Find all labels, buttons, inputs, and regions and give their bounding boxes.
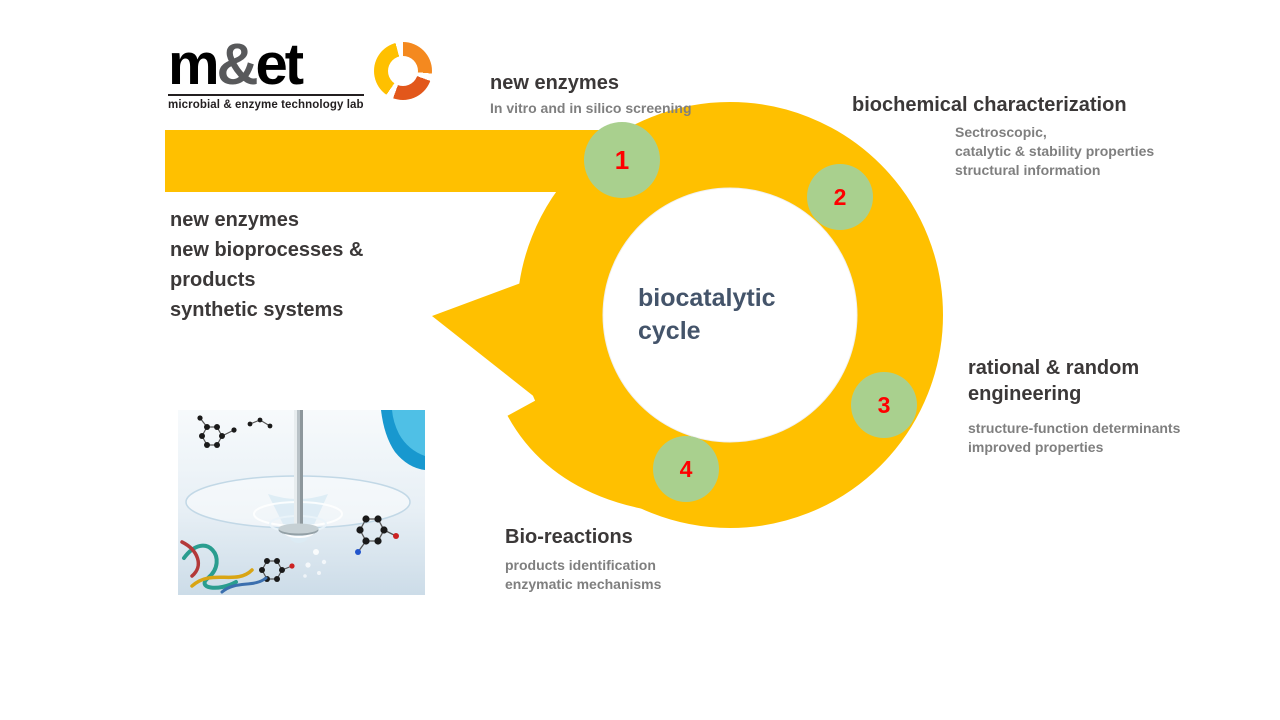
step-2-title: biochemical characterization xyxy=(852,94,1127,116)
logo-text: m&et microbial & enzyme technology lab xyxy=(168,36,364,111)
step-2-subtext-line: catalytic & stability properties xyxy=(955,143,1155,159)
cycle-outputs-list: new enzymes new bioprocesses & products … xyxy=(170,205,363,325)
output-item: new enzymes xyxy=(170,209,299,231)
logo-ring-icon xyxy=(373,42,432,100)
molecule-icon xyxy=(197,415,237,448)
step-2-subtext-line: Sectroscopic, xyxy=(955,124,1047,140)
logo-wordmark-m: m xyxy=(168,32,220,97)
step-4-subtext: products identification enzymatic mechan… xyxy=(505,556,661,594)
stirrer-rod xyxy=(278,410,319,536)
cycle-title-line2: cycle xyxy=(638,317,701,345)
step-4-title: Bio-reactions xyxy=(505,526,633,548)
logo-wordmark-amp: & xyxy=(216,32,259,97)
cycle-hub xyxy=(602,187,858,443)
output-item: new bioprocesses & xyxy=(170,239,364,261)
step-2-number: 2 xyxy=(833,183,847,210)
step-2-subtext: Sectroscopic, catalytic & stability prop… xyxy=(955,123,1154,180)
step-1-subtext: In vitro and in silico screening xyxy=(490,99,692,118)
step-3-subtext-line: improved properties xyxy=(968,439,1104,455)
molecule-icon xyxy=(247,417,273,429)
cycle-title-line1: biocatalytic xyxy=(638,284,776,312)
step-3-subtext: structure-function determinants improved… xyxy=(968,419,1180,457)
bioreaction-photo xyxy=(178,410,425,595)
step-4-subtext-line: products identification xyxy=(505,557,656,573)
step-4-marker: 4 xyxy=(653,436,719,502)
logo-wordmark: m&et xyxy=(168,36,364,94)
logo-wordmark-et: et xyxy=(255,32,304,97)
bubbles xyxy=(303,549,327,578)
cycle-arrowhead-icon xyxy=(432,270,584,436)
protein-ribbon xyxy=(180,540,268,594)
molecule-icon xyxy=(355,515,399,555)
step-3-subtext-line: structure-function determinants xyxy=(968,420,1181,436)
step-4-subtext-line: enzymatic mechanisms xyxy=(505,576,662,592)
logo-subtitle: microbial & enzyme technology lab xyxy=(168,94,364,111)
step-1-marker: 1 xyxy=(584,122,660,198)
step-2-marker: 2 xyxy=(807,164,873,230)
blue-vessel xyxy=(381,410,425,470)
molecule-icon xyxy=(259,558,295,582)
step-3-number: 3 xyxy=(877,391,891,418)
logo: m&et microbial & enzyme technology lab xyxy=(168,36,432,111)
step-1-title: new enzymes xyxy=(490,72,619,94)
step-2-subtext-line: structural information xyxy=(955,162,1101,178)
output-item: synthetic systems xyxy=(170,299,344,321)
cycle-title: biocatalytic cycle xyxy=(638,282,776,348)
output-item: products xyxy=(170,269,256,291)
step-3-marker: 3 xyxy=(851,372,917,438)
step-4-number: 4 xyxy=(679,455,693,482)
step-1-subtext-line: In vitro and in silico screening xyxy=(490,100,692,116)
step-1-number: 1 xyxy=(614,144,630,175)
step-3-title: rational & random engineering xyxy=(968,357,1140,405)
